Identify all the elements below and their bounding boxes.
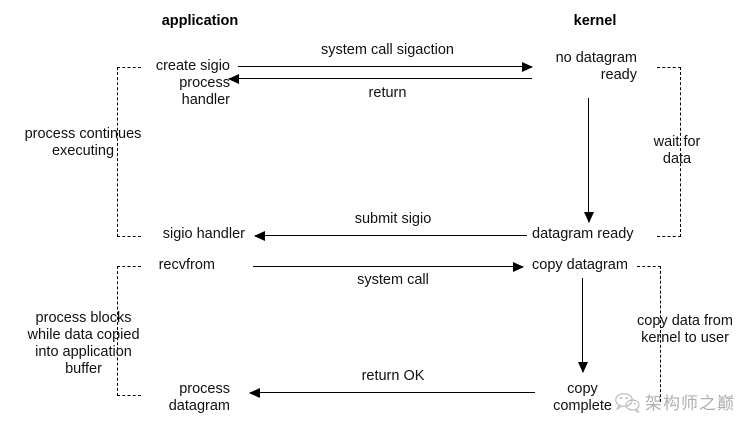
arrow-label-system-call: system call <box>357 272 429 288</box>
arrow-label-return-ok: return OK <box>361 368 425 384</box>
arrow-kernel-copy-down <box>577 278 588 373</box>
wechat-icon <box>615 392 640 413</box>
bracket-wait-for-data <box>657 67 681 237</box>
arrow-return-ok <box>249 387 535 398</box>
kernel-state-datagram-ready: datagram ready <box>532 226 634 242</box>
arrow-label-submit-sigio: submit sigio <box>354 211 432 227</box>
kernel-state-copy-datagram: copy datagram <box>532 257 628 273</box>
watermark: 架构师之巅 <box>614 389 735 414</box>
column-title-application: application <box>161 13 239 29</box>
bracket-process-blocks <box>117 266 141 396</box>
watermark-text: 架构师之巅 <box>645 394 735 414</box>
arrow-system-call-sigaction <box>238 61 533 72</box>
bracket-process-continues <box>117 67 141 237</box>
arrow-system-call <box>253 261 524 272</box>
arrow-submit-sigio <box>254 230 527 241</box>
arrow-label-system-call-sigaction: system call sigaction <box>321 42 454 58</box>
kernel-note-copy-data-from-kernel: copy data from kernel to user <box>637 313 733 346</box>
arrow-label-return: return <box>368 85 407 101</box>
arrow-kernel-wait-down <box>583 98 594 223</box>
app-step-create-sigio: create sigio process handler <box>155 58 230 108</box>
app-step-sigio-handler: sigio handler <box>162 226 245 242</box>
app-step-recvfrom: recvfrom <box>158 257 215 273</box>
kernel-state-no-datagram-ready: no datagram ready <box>555 50 637 83</box>
column-title-kernel: kernel <box>573 13 617 29</box>
kernel-state-copy-complete: copy complete <box>553 381 612 414</box>
app-note-process-continues: process continues executing <box>24 126 142 159</box>
bracket-copy-data-from-kernel <box>637 266 661 402</box>
arrow-return <box>228 73 532 84</box>
kernel-note-wait-for-data: wait for data <box>653 134 701 167</box>
app-step-process-datagram: process datagram <box>168 381 230 414</box>
app-note-process-blocks: process blocks while data copied into ap… <box>27 310 140 377</box>
